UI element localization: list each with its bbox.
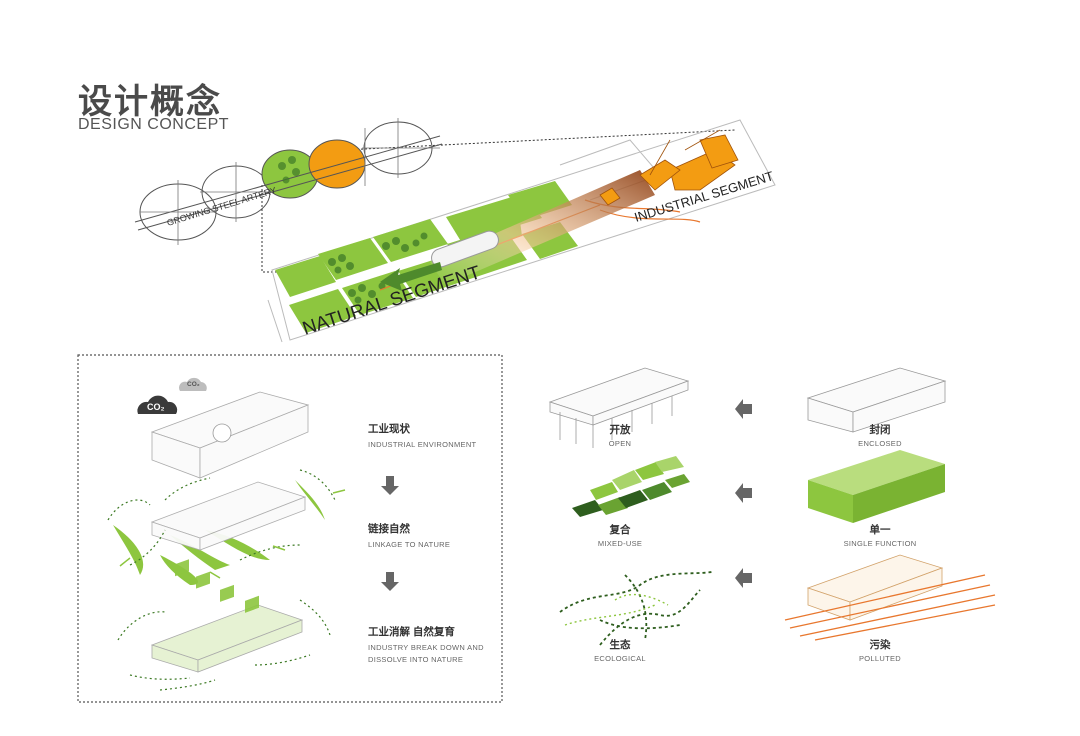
transition-beam [430, 170, 655, 285]
label-cn: 单一 [869, 524, 891, 536]
label-cn: 污染 [869, 639, 891, 651]
projection-lines [261, 129, 736, 273]
step2-dotted-arcs [107, 469, 336, 566]
co2-cloud-big [137, 395, 178, 414]
label-single-function: 单一 SINGLE FUNCTION [825, 522, 935, 548]
step3-dotted-arcs [117, 599, 331, 691]
label-en: SINGLE FUNCTION [843, 539, 917, 548]
label-en: POLLUTED [859, 654, 901, 663]
open-building [548, 367, 690, 448]
label-polluted: 污染 POLLUTED [835, 637, 925, 663]
label-cn: 生态 [609, 639, 631, 651]
label-cn: 封闭 [869, 424, 891, 436]
step3-building [150, 604, 304, 673]
process-panel-frame [77, 354, 503, 703]
artery-arrows [140, 118, 440, 245]
page-title: 设计概念 [78, 83, 222, 121]
label-cn: 复合 [609, 524, 631, 536]
step-label-cn: 工业消解 自然复育 [368, 626, 455, 638]
industrial-cluster [599, 129, 739, 206]
step-label-en-line2: DISSOLVE INTO NATURE [368, 655, 464, 664]
green-direction-arrow [380, 262, 442, 291]
step1-building [150, 391, 310, 479]
step2-arrows [119, 489, 346, 579]
step-label-en: LINKAGE TO NATURE [368, 540, 451, 549]
step-label-en-line1: INDUSTRY BREAK DOWN AND [368, 643, 484, 652]
comparison-arrows [735, 399, 752, 588]
step-dissolve-into-nature: 工业消解 自然复育 INDUSTRY BREAK DOWN AND DISSOL… [368, 624, 484, 666]
label-open: 开放 OPEN [585, 422, 655, 448]
label-mixed-use: 复合 MIXED-USE [585, 522, 655, 548]
artery-label: GROWING STEEL ARTERY [166, 185, 278, 228]
label-ecological: 生态 ECOLOGICAL [585, 637, 655, 663]
co2-cloud-small [178, 377, 207, 391]
enclosed-building [806, 367, 947, 433]
polluted-building [806, 554, 944, 621]
green-blocks [275, 181, 578, 333]
ecological-dotted-paths [559, 571, 713, 646]
mixed-use-blocks [572, 456, 690, 517]
label-en: MIXED-USE [597, 539, 643, 548]
co2-small-label: CO₂ [187, 381, 200, 388]
single-function-block [808, 450, 945, 523]
step3-green-blocks [175, 559, 259, 613]
capsule-building [431, 230, 499, 268]
step-down-arrows [381, 476, 399, 591]
label-enclosed: 封闭 ENCLOSED [835, 422, 925, 448]
label-cn: 开放 [609, 424, 631, 436]
step-label-en: INDUSTRIAL ENVIRONMENT [368, 440, 477, 449]
label-en: ECOLOGICAL [594, 654, 646, 663]
co2-big-label: CO₂ [147, 402, 165, 412]
ecological-light-paths [564, 593, 669, 626]
label-en: OPEN [608, 439, 632, 448]
step-linkage-to-nature: 链接自然 LINKAGE TO NATURE [368, 521, 450, 551]
step-label-cn: 链接自然 [368, 523, 410, 535]
step-industrial-environment: 工业现状 INDUSTRIAL ENVIRONMENT [368, 421, 476, 451]
step2-building [150, 481, 307, 551]
label-en: ENCLOSED [858, 439, 902, 448]
polluted-lines [784, 574, 996, 641]
step-label-cn: 工业现状 [368, 423, 410, 435]
page-subtitle: DESIGN CONCEPT [78, 116, 230, 133]
